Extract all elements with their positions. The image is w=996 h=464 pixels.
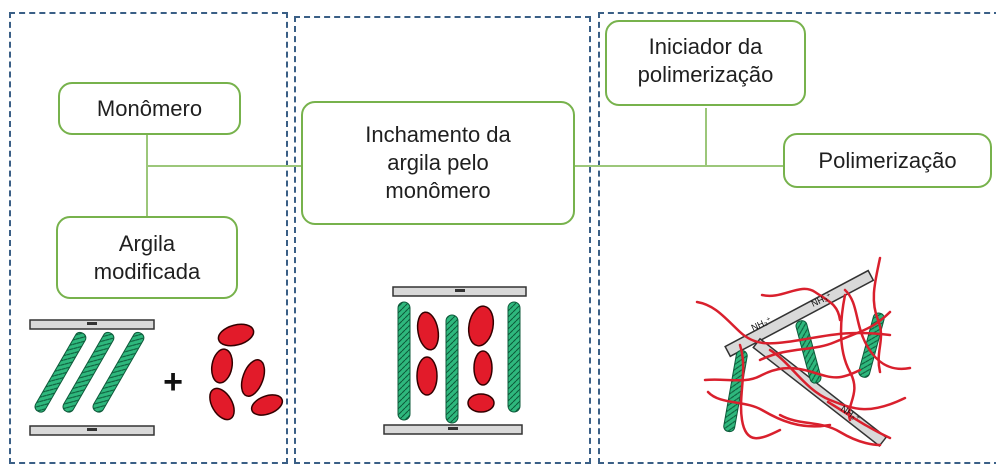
node-polimerizacao: Polimerização (783, 133, 992, 188)
clay-layer-top-charge (87, 322, 97, 325)
node-argila-modificada: Argila modificada (56, 216, 238, 299)
modifier-chain (62, 331, 115, 413)
node-inchamento: Inchamento da argila pelo monômero (301, 101, 575, 225)
clay-layer-bottom-charge (448, 427, 458, 430)
clay-layer (752, 337, 888, 448)
monomer-molecule (240, 359, 266, 397)
clay-layer-top-charge (455, 289, 465, 292)
connector-left-vertical (146, 133, 148, 216)
clay-layer (724, 269, 875, 358)
node-iniciador-label: Iniciador da polimerização (637, 34, 774, 87)
modifier-chain (445, 314, 459, 424)
connector-middle-horizontal (572, 165, 786, 167)
monomer-molecule (467, 393, 495, 413)
modifier-chain (795, 320, 822, 384)
polymer-chains (695, 256, 912, 447)
modifier-chain (507, 301, 521, 413)
node-polimerizacao-label: Polimerização (818, 147, 957, 173)
modified-clay-illustration (29, 319, 155, 436)
clay-layer-bottom-charge (87, 428, 97, 431)
monomer-molecule (467, 305, 495, 347)
node-iniciador: Iniciador da polimerização (605, 20, 806, 106)
node-argila-modificada-label: Argila modificada (93, 230, 201, 284)
monomer-molecule (217, 323, 255, 347)
monomer-molecules (209, 323, 284, 421)
swollen-clay-illustration (383, 286, 527, 435)
connector-right-vertical (705, 108, 707, 166)
node-monomero: Monômero (58, 82, 241, 135)
monomer-molecule (210, 348, 234, 384)
modifier-chain (92, 331, 145, 413)
connector-left-horizontal (147, 165, 303, 167)
modifier-chain (34, 331, 87, 413)
monomer-molecule (416, 356, 438, 396)
polymerization-illustration: NH₃⁺ NH₃⁺ NH₃⁺ (695, 256, 912, 448)
monomer-molecule (416, 311, 440, 351)
monomer-molecule (473, 350, 493, 386)
monomer-molecule (209, 387, 235, 421)
node-inchamento-label: Inchamento da argila pelo monômero (365, 122, 511, 203)
monomer-molecule (250, 394, 284, 416)
plus-sign: + (163, 363, 183, 401)
modifier-chain (397, 301, 411, 421)
node-monomero-label: Monômero (96, 95, 203, 121)
